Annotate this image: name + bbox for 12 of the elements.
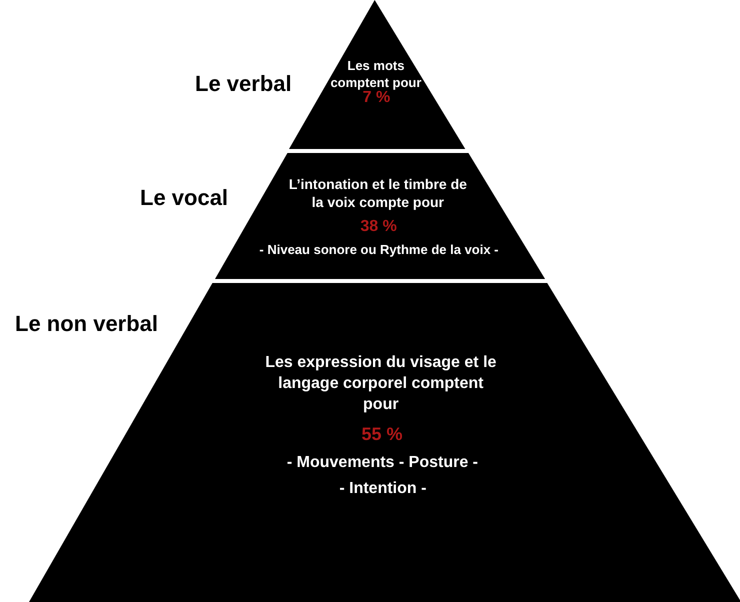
tier-description: Les mots comptent pour xyxy=(329,58,422,90)
tier-heading: Le non verbal xyxy=(15,311,158,337)
tier-heading: Le vocal xyxy=(140,185,228,211)
tier-note: - Mouvements - Posture - xyxy=(286,453,480,473)
percentage-value: 38 % xyxy=(359,217,398,237)
tier-note: - Niveau sonore ou Rythme de la voix - xyxy=(258,242,500,259)
tier-description: L’intonation et le timbre de la voix compte pour xyxy=(288,175,468,212)
percentage-value: 55 % xyxy=(360,423,404,446)
tier-note: - Intention - xyxy=(338,479,428,499)
percentage-value: 7 % xyxy=(362,89,392,108)
tier-heading: Le verbal xyxy=(195,71,292,97)
tier-description: Les expression du visage et le langage corporel comptent pour xyxy=(264,353,498,415)
